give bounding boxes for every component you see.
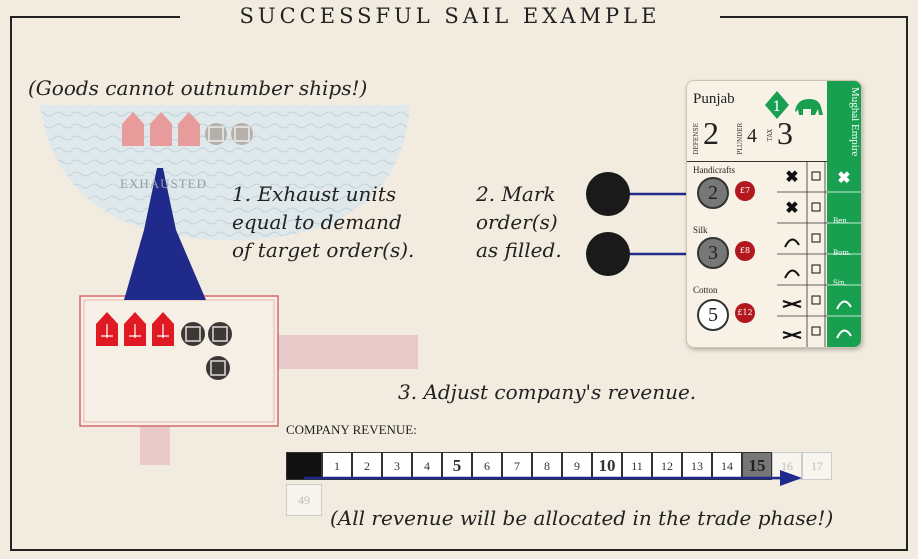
svg-text:✖: ✖ <box>785 198 798 217</box>
order-demand: 3 <box>697 237 729 269</box>
plunder-label: PLUNDER <box>737 123 744 155</box>
revenue-cell: 10 <box>592 452 622 480</box>
exhausted-label: EXHAUSTED <box>120 176 207 191</box>
order-good-name: Handicrafts <box>693 165 735 175</box>
side-label: Ben. <box>833 217 850 225</box>
revenue-cell: 4 <box>412 452 442 480</box>
revenue-cell: 6 <box>472 452 502 480</box>
order-price: £12 <box>735 303 755 323</box>
defense-value: 2 <box>703 115 719 151</box>
svg-text:✖: ✖ <box>785 167 798 186</box>
revenue-marker-cell <box>286 452 322 480</box>
revenue-cell: 8 <box>532 452 562 480</box>
side-label: Bom. <box>833 249 852 257</box>
exhausted-units <box>122 112 253 146</box>
plunder-value: 4 <box>747 125 757 147</box>
region-card: Mughal Empire Punjab 1 DEFENSE 2 PLUNDER… <box>686 80 862 348</box>
empire-badge-number: 1 <box>773 99 782 115</box>
revenue-cell: 13 <box>682 452 712 480</box>
step-1-note: 1. Exhaust units equal to demand of targ… <box>232 182 415 262</box>
step-2-note: 2. Mark order(s) as filled. <box>476 182 562 262</box>
region-name: Punjab <box>693 91 735 107</box>
port-box <box>79 295 279 427</box>
order-good-name: Silk <box>693 225 708 235</box>
defense-label: DEFENSE <box>693 123 700 155</box>
goods-token-exhausted <box>205 123 227 145</box>
port-units <box>96 312 232 380</box>
empire-strip <box>827 81 861 347</box>
goods-note: (Goods cannot outnumber ships!) <box>28 76 368 100</box>
diagram-title: SUCCESSFUL SAIL EXAMPLE <box>239 4 661 28</box>
svg-text:✖: ✖ <box>837 168 850 187</box>
empire-badge: 1 <box>765 91 823 119</box>
revenue-label: COMPANY REVENUE: <box>286 422 417 437</box>
revenue-cell: 17 <box>802 452 832 480</box>
revenue-cell: 7 <box>502 452 532 480</box>
footer-note: (All revenue will be allocated in the tr… <box>330 506 834 530</box>
revenue-cell: 3 <box>382 452 412 480</box>
tax-label: TAX <box>767 129 774 142</box>
card-divider <box>687 161 827 162</box>
revenue-cell: 11 <box>622 452 652 480</box>
revenue-cell: 14 <box>712 452 742 480</box>
order-price: £8 <box>735 241 755 261</box>
elephant-icon <box>795 99 823 115</box>
side-label: Sin. <box>833 279 847 287</box>
order-price: £7 <box>735 181 755 201</box>
revenue-arrow <box>304 470 802 486</box>
order-marker-2 <box>586 232 630 276</box>
revenue-cell: 12 <box>652 452 682 480</box>
ship-token-exhausted <box>122 112 144 146</box>
step-3-note: 3. Adjust company's revenue. <box>398 380 697 404</box>
order-good-name: Cotton <box>693 285 718 295</box>
order-marker-1 <box>586 172 630 216</box>
connector-down <box>140 425 170 465</box>
action-grid: ✖ ✖ ✖ <box>777 161 861 347</box>
order-demand: 2 <box>697 177 729 209</box>
exhaust-arrow <box>124 168 206 300</box>
title-backing <box>180 2 720 30</box>
revenue-cell: 9 <box>562 452 592 480</box>
tax-value: 3 <box>777 115 793 151</box>
order-demand: 5 <box>697 299 729 331</box>
empire-name: Mughal Empire <box>849 87 861 157</box>
revenue-cell: 5 <box>442 452 472 480</box>
revenue-cell: 2 <box>352 452 382 480</box>
revenue-cell: 15 <box>742 452 772 480</box>
revenue-overflow-cell: 49 <box>286 484 322 516</box>
connector-horizontal <box>278 335 418 369</box>
revenue-cell: 1 <box>322 452 352 480</box>
goods-token <box>181 322 205 346</box>
